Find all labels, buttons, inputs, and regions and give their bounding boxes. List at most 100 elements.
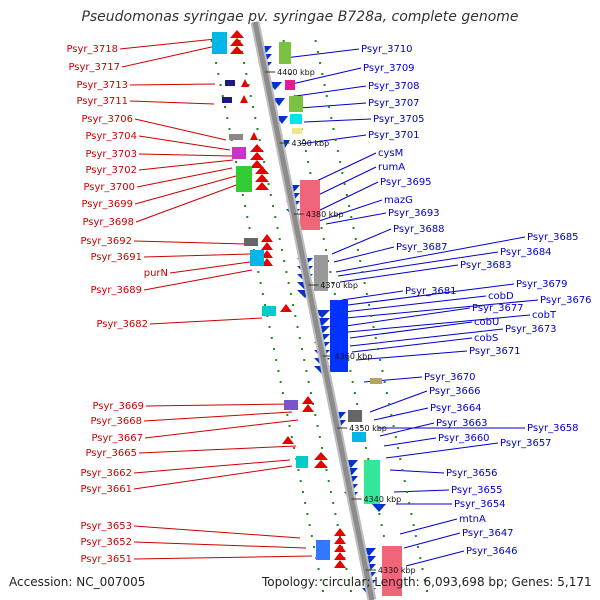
track-dot-inner-right bbox=[331, 282, 334, 284]
track-dot-outer-right bbox=[372, 326, 375, 328]
gene-label-psyr_3718: Psyr_3718 bbox=[66, 44, 118, 55]
left-leader-13 bbox=[169, 261, 251, 274]
gene-arrow-44-0 bbox=[372, 504, 386, 512]
gene-block-37 bbox=[348, 410, 362, 422]
gene-block-4 bbox=[225, 80, 235, 86]
gene-block-0 bbox=[212, 32, 227, 54]
track-dot-outer-left bbox=[221, 95, 224, 97]
gene-block-22 bbox=[300, 180, 320, 230]
kbp-label-0: 4400 kbp bbox=[277, 68, 315, 77]
gene-label-psyr_3701: Psyr_3701 bbox=[368, 130, 420, 141]
left-leader-11 bbox=[133, 240, 247, 245]
track-dot-outer-right bbox=[425, 590, 428, 592]
track-dot-outer-right bbox=[401, 469, 404, 471]
track-dot-inner-left bbox=[347, 579, 350, 581]
track-dot-outer-left bbox=[264, 304, 267, 306]
track-dot-inner-right bbox=[307, 161, 310, 163]
right-leader-38 bbox=[405, 550, 465, 567]
gene-arrow-19-1 bbox=[250, 152, 264, 160]
track-dot-inner-left bbox=[245, 73, 248, 75]
gene-arrow-7-0 bbox=[240, 95, 248, 103]
gene-block-18 bbox=[232, 147, 246, 159]
left-leader-0 bbox=[119, 37, 226, 50]
right-leader-9 bbox=[315, 199, 383, 223]
left-leader-4 bbox=[134, 118, 227, 141]
track-dot-inner-left bbox=[285, 271, 288, 273]
right-leader-11 bbox=[331, 228, 392, 255]
track-dot-inner-left bbox=[238, 40, 241, 42]
left-leader-3 bbox=[129, 100, 215, 105]
track-dot-inner-left bbox=[300, 348, 303, 350]
gene-label-psyr_3671: Psyr_3671 bbox=[469, 346, 521, 357]
gene-label-psyr_3708: Psyr_3708 bbox=[368, 81, 420, 92]
right-leader-1 bbox=[291, 67, 362, 85]
track-dot-outer-left bbox=[272, 348, 275, 350]
gene-block-33 bbox=[370, 378, 382, 384]
track-dot-inner-left bbox=[334, 513, 337, 515]
right-leader-18 bbox=[343, 295, 487, 313]
gene-arrow-30-0 bbox=[280, 304, 292, 312]
track-dot-outer-left bbox=[286, 414, 289, 416]
gene-block-31 bbox=[330, 300, 348, 372]
track-dot-inner-left bbox=[267, 183, 270, 185]
right-leader-19 bbox=[345, 299, 539, 319]
gene-block-40 bbox=[296, 456, 308, 468]
track-dot-inner-left bbox=[336, 524, 339, 526]
track-dot-outer-left bbox=[288, 425, 291, 427]
track-dot-outer-left bbox=[219, 84, 222, 86]
track-dot-inner-left bbox=[287, 282, 290, 284]
gene-block-6 bbox=[222, 97, 232, 103]
gene-label-purn: purN bbox=[144, 268, 168, 279]
right-leader-8 bbox=[315, 181, 379, 213]
gene-label-psyr_3689: Psyr_3689 bbox=[90, 285, 142, 296]
gene-label-psyr_3656: Psyr_3656 bbox=[446, 468, 498, 479]
gene-label-psyr_3683: Psyr_3683 bbox=[460, 260, 512, 271]
track-dot-outer-right bbox=[334, 139, 337, 141]
gene-block-29 bbox=[262, 306, 276, 316]
track-dot-inner-left bbox=[314, 414, 317, 416]
track-dot-inner-left bbox=[349, 590, 352, 592]
track-dot-outer-right bbox=[336, 150, 339, 152]
kbp-label-2: 4380 kbp bbox=[306, 210, 344, 219]
track-dot-inner-right bbox=[329, 271, 332, 273]
gene-label-psyr_3666: Psyr_3666 bbox=[429, 386, 481, 397]
right-leader-3 bbox=[299, 102, 367, 109]
track-dot-outer-right bbox=[319, 62, 322, 64]
track-dot-outer-right bbox=[414, 535, 417, 537]
track-dot-outer-left bbox=[317, 568, 320, 570]
gene-arrow-1-2 bbox=[230, 46, 244, 54]
track-dot-outer-right bbox=[339, 161, 342, 163]
left-leader-5 bbox=[138, 135, 231, 151]
track-dot-inner-left bbox=[280, 249, 283, 251]
track-dot-outer-right bbox=[356, 249, 359, 251]
track-dot-inner-left bbox=[263, 161, 266, 163]
gene-arrow-19-2 bbox=[250, 160, 264, 168]
track-dot-inner-left bbox=[296, 326, 299, 328]
gene-label-psyr_3704: Psyr_3704 bbox=[85, 131, 137, 142]
gene-block-34 bbox=[284, 400, 298, 410]
track-dot-outer-right bbox=[330, 117, 333, 119]
gene-block-12 bbox=[290, 114, 302, 124]
right-leader-24 bbox=[351, 337, 473, 353]
right-leader-16 bbox=[341, 290, 404, 301]
track-dot-outer-right bbox=[328, 106, 331, 108]
track-dot-inner-left bbox=[307, 381, 310, 383]
track-dot-inner-right bbox=[282, 40, 285, 42]
gene-arrow-1-0 bbox=[230, 30, 244, 38]
track-dot-outer-left bbox=[308, 524, 311, 526]
gene-arrow-21-2 bbox=[255, 182, 269, 190]
track-dot-outer-left bbox=[301, 491, 304, 493]
kbp-label-3: 4370 kbp bbox=[320, 281, 358, 290]
track-dot-outer-left bbox=[293, 447, 296, 449]
left-leader-23 bbox=[133, 541, 307, 549]
track-dot-inner-right bbox=[289, 73, 292, 75]
track-dot-outer-left bbox=[215, 62, 218, 64]
track-dot-inner-left bbox=[256, 128, 259, 130]
gene-arrow-17-0 bbox=[250, 132, 258, 140]
genome-map-title: Pseudomonas syringae pv. syringae B728a,… bbox=[81, 9, 519, 25]
kbp-label-1: 4390 kbp bbox=[291, 139, 329, 148]
track-dot-inner-right bbox=[304, 150, 307, 152]
left-leader-22 bbox=[133, 525, 301, 539]
